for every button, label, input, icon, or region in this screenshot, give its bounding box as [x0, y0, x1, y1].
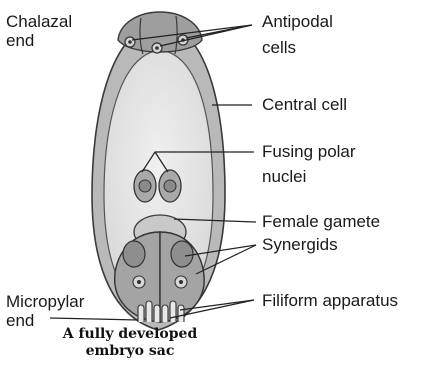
label-micropylar-line1: Micropylar: [6, 292, 84, 311]
label-antipodal-line1: Antipodal: [262, 12, 333, 31]
label-polar-line1: Fusing polar: [262, 142, 356, 161]
label-filiform-apparatus: Filiform apparatus: [262, 291, 398, 310]
label-synergids: Synergids: [262, 235, 338, 254]
label-chalazal-end-line1: Chalazal: [6, 12, 72, 31]
caption-line1: A fully developed: [30, 326, 230, 343]
label-polar-line2: nuclei: [262, 167, 306, 186]
label-chalazal-end-line2: end: [6, 31, 34, 50]
label-female-gamete: Female gamete: [262, 212, 380, 231]
caption-line2: embryo sac: [30, 343, 230, 360]
label-antipodal-line2: cells: [262, 38, 296, 57]
label-central-cell: Central cell: [262, 95, 347, 114]
